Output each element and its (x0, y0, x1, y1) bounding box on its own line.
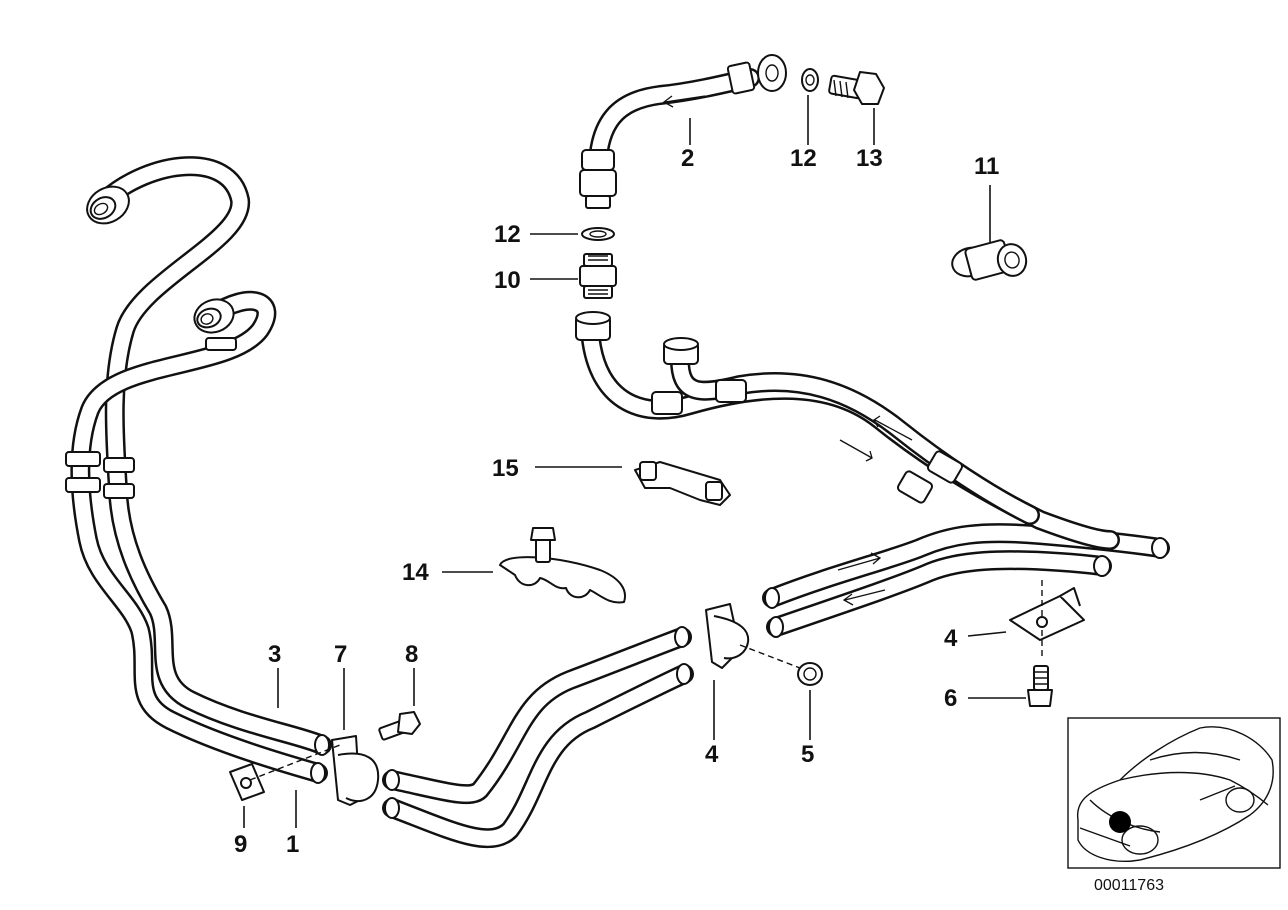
callout-6: 6 (944, 685, 957, 712)
callout-3: 3 (268, 641, 281, 668)
callout-9: 9 (234, 831, 247, 858)
crimp-sleeves-left (65, 337, 237, 499)
union-nut-upper-right-a (575, 311, 611, 341)
callout-12-top: 12 (790, 145, 817, 172)
callout-11: 11 (974, 153, 999, 180)
bolt-8 (378, 711, 421, 741)
leader-lines (243, 95, 1026, 828)
callout-5: 5 (801, 741, 814, 768)
flow-arrows (662, 95, 913, 606)
callout-7: 7 (334, 641, 347, 668)
vehicle-location-inset (1067, 717, 1281, 869)
callout-4-right: 4 (944, 625, 958, 652)
bracket-14 (499, 527, 626, 604)
banjo-fitting (726, 54, 787, 95)
sealing-ring-top (801, 68, 819, 92)
diagram-reference-number: 00011763 (1094, 877, 1164, 894)
callout-4-centre: 4 (705, 741, 719, 768)
pipe-2 (587, 68, 760, 190)
callout-1: 1 (286, 831, 299, 858)
sealing-ring-middle (581, 227, 615, 241)
callout-14: 14 (402, 559, 429, 586)
pipe-ends (310, 537, 1169, 819)
callout-2: 2 (681, 145, 694, 172)
union-nut-upper-right-b (663, 337, 699, 365)
clamp-7 (331, 735, 380, 806)
bolt-6 (1027, 665, 1053, 707)
pipe-1 (70, 290, 328, 783)
callout-labels: 1 2 3 4 4 5 6 7 8 9 10 11 12 12 13 14 15 (234, 145, 999, 858)
callout-15: 15 (492, 455, 519, 482)
pipe-upper-right (580, 320, 1120, 550)
callout-8: 8 (405, 641, 418, 668)
callout-13: 13 (856, 145, 883, 172)
pipe-lower-centre (382, 627, 694, 849)
adapter-11 (951, 239, 1028, 281)
adapter-10 (579, 253, 617, 299)
clamp-4-centre (705, 603, 801, 669)
clip-15 (634, 461, 731, 506)
clamp-4-right (1009, 580, 1085, 660)
union-nut-left-lower (193, 298, 235, 334)
callout-12-middle: 12 (494, 221, 521, 248)
crimp-sleeves-right (651, 379, 964, 504)
nut-5 (797, 662, 823, 686)
car-outline-icon (1076, 726, 1274, 862)
location-marker (1109, 811, 1131, 833)
banjo-bolt (828, 71, 885, 105)
callout-10: 10 (494, 267, 521, 294)
union-nut-left-upper (86, 185, 130, 225)
pipe-2-fitting (579, 149, 617, 209)
nut-plate-9 (229, 744, 341, 801)
